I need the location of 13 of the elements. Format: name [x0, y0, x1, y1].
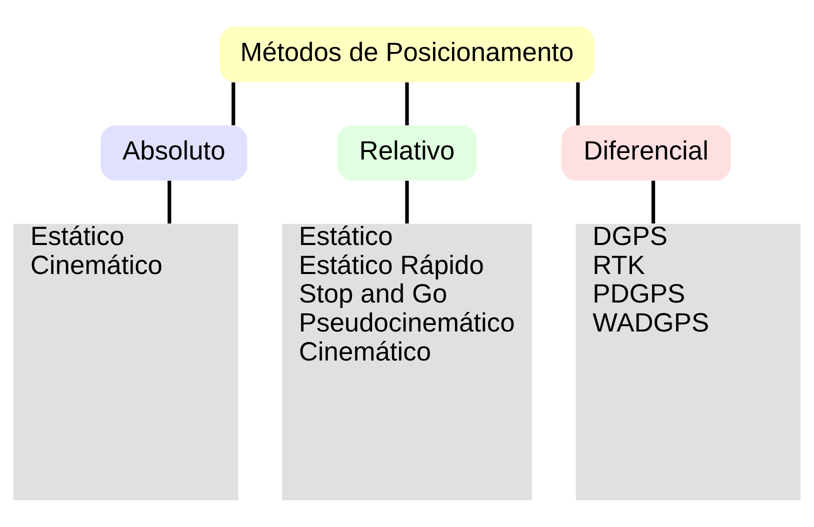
node-box: Diferencial	[561, 125, 731, 181]
node-box: Estático Estático Rápido Stop and Go Pseudocinemático Cinemático	[282, 224, 532, 500]
connector	[405, 82, 409, 126]
node-box: Absoluto	[100, 125, 248, 181]
connector	[168, 180, 172, 224]
node-box: Métodos de Posicionamento	[220, 26, 594, 82]
node-box: Relativo	[337, 125, 477, 181]
connector	[576, 82, 580, 126]
node-box: Estático Cinemático	[14, 224, 238, 500]
connector	[232, 82, 236, 126]
connector	[652, 180, 656, 224]
node-box: DGPS RTK PDGPS WADGPS	[576, 224, 800, 500]
connector	[405, 180, 409, 224]
